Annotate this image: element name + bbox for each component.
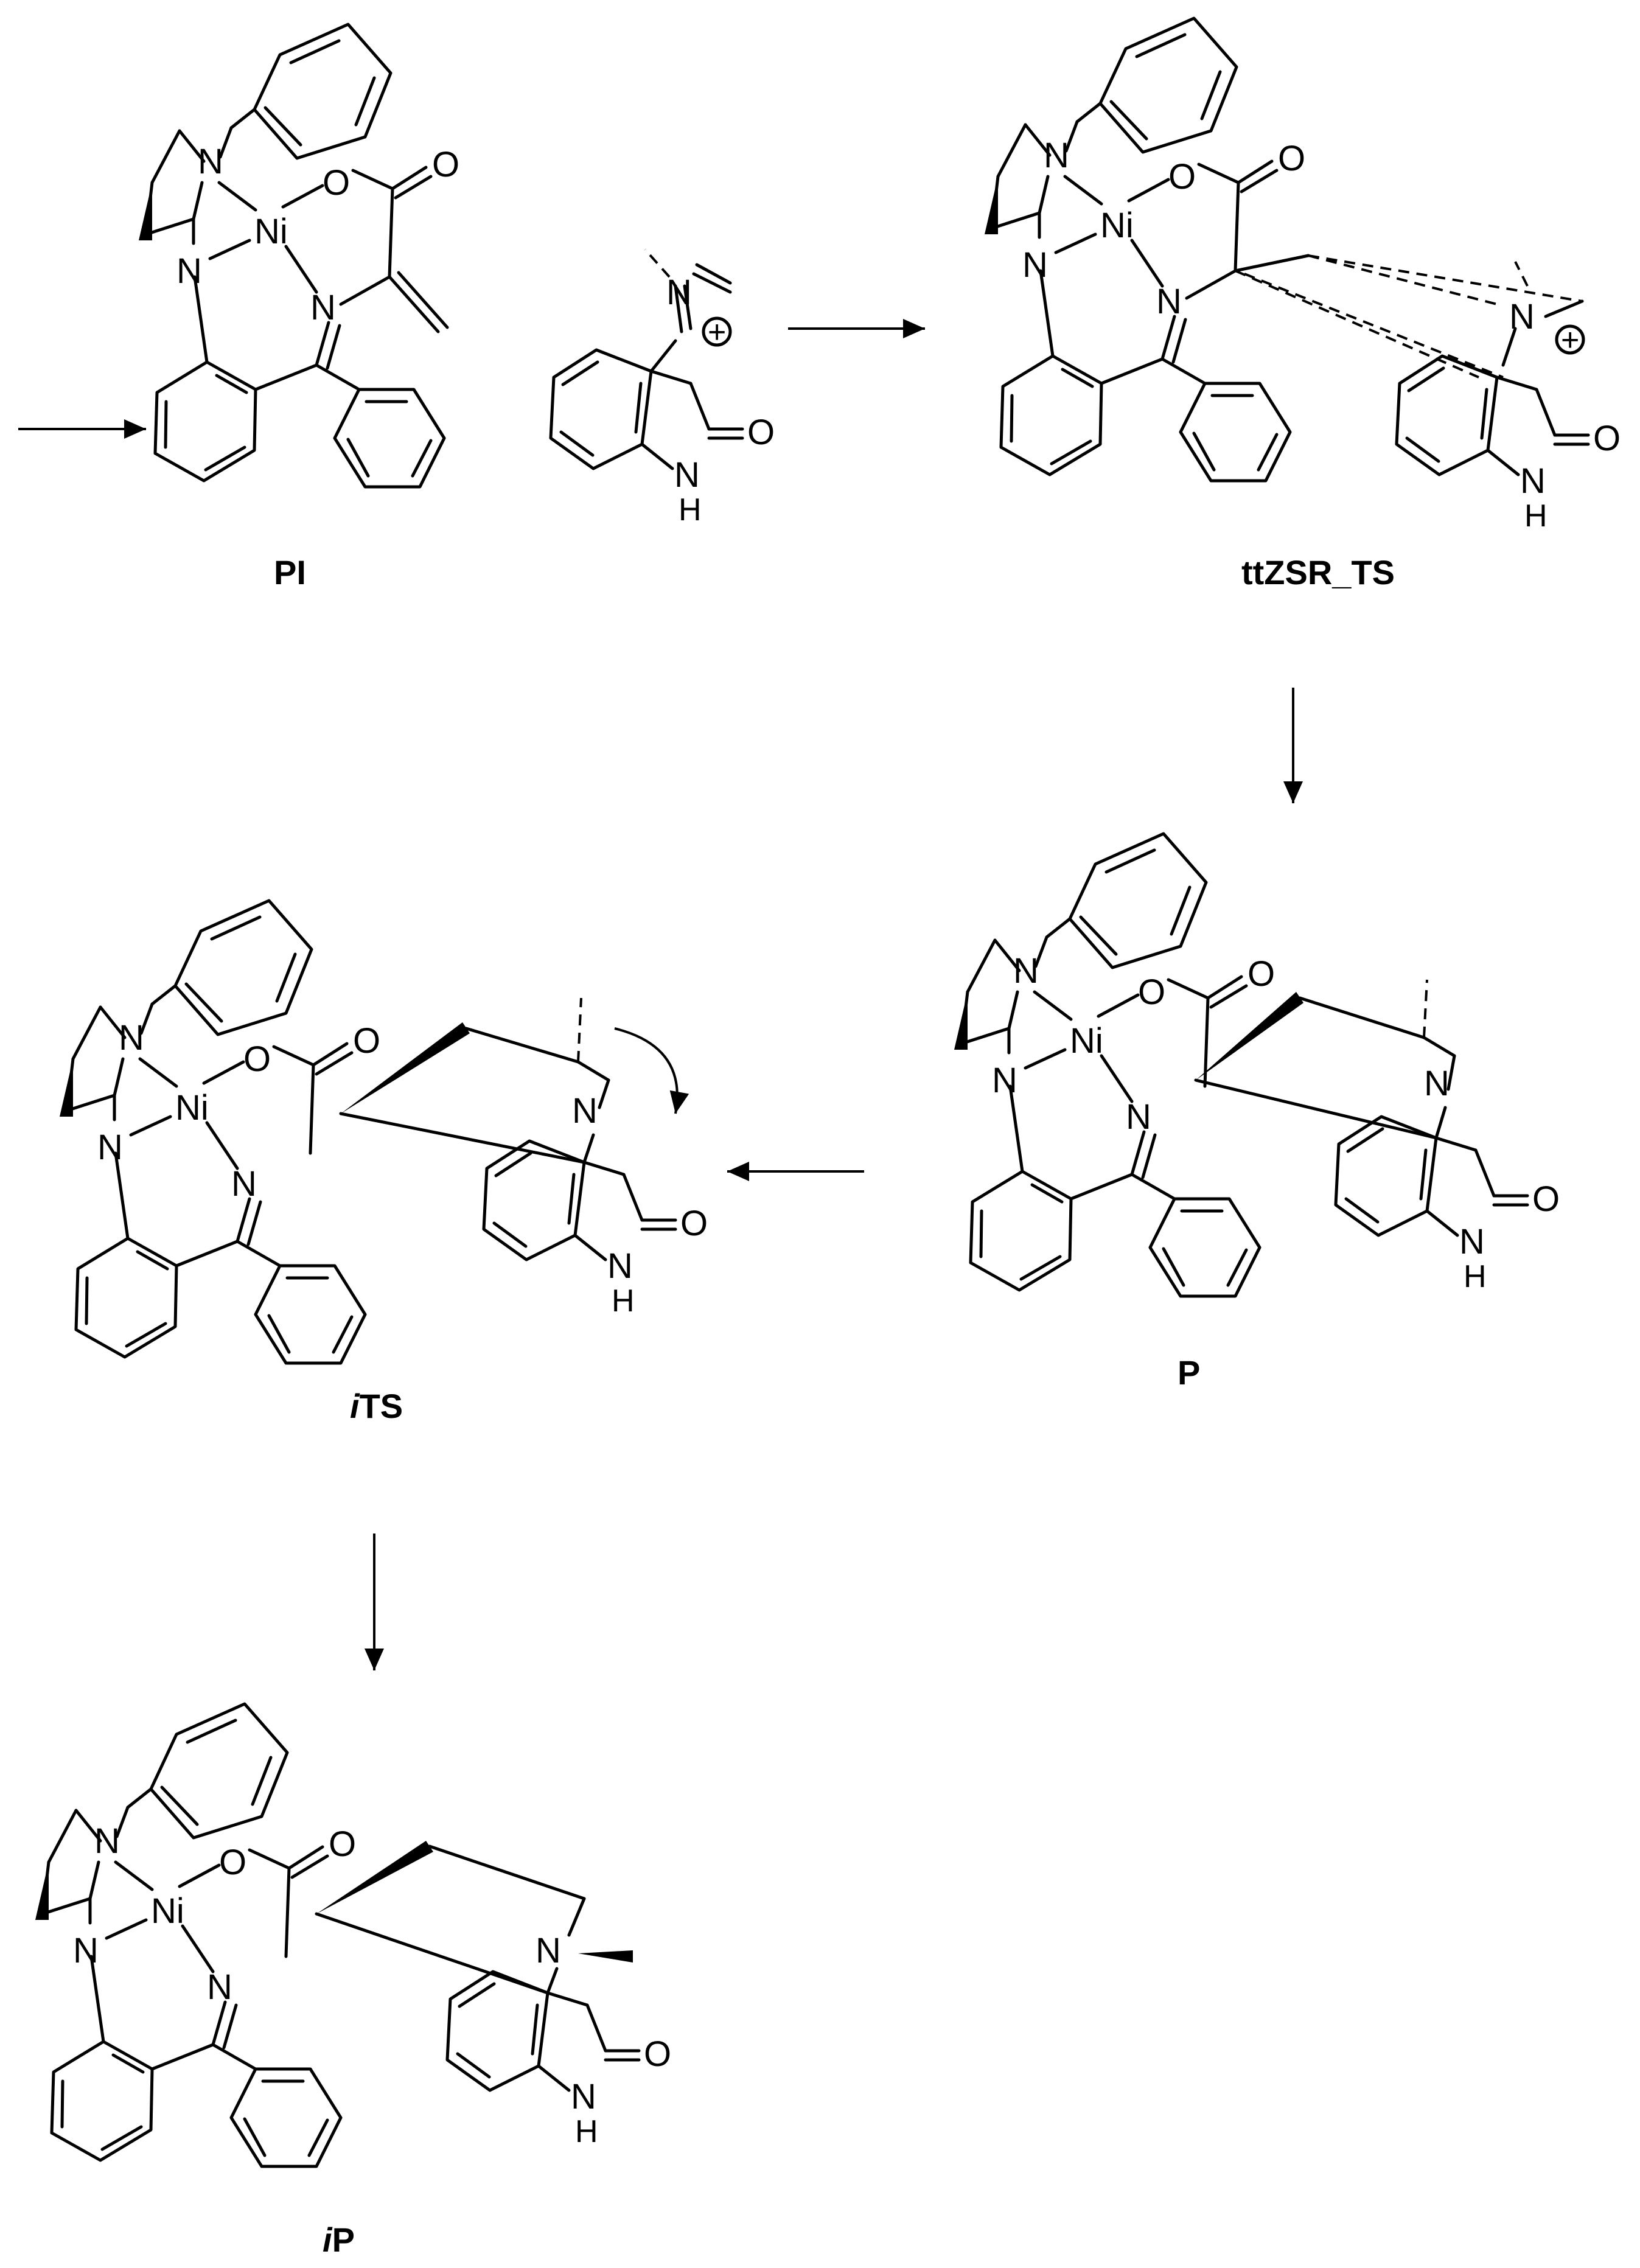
ip-n-label: N (536, 1931, 561, 1970)
label-iP-suffix: P (332, 2221, 355, 2259)
ts-plus-sign: + (1561, 323, 1579, 358)
ts-positive-charge (1555, 324, 1585, 355)
structure-iP: N iP (35, 1704, 671, 2259)
label-iP-prefix: i (323, 2221, 333, 2259)
structure-PI: N + PI (139, 24, 775, 591)
structure-iTS: N iTS (60, 901, 708, 1425)
inversion-arrow (614, 1027, 689, 1114)
structure-ttZSR_TS: N + ttZSR_TS (985, 18, 1621, 591)
plus-sign: + (708, 315, 726, 350)
label-iTS-suffix: TS (360, 1387, 403, 1425)
label-iTS: iTS (350, 1387, 403, 1425)
structure-P: N P (954, 834, 1560, 1392)
iminium-n-label: N (666, 273, 692, 312)
its-n-label: N (572, 1091, 598, 1131)
label-P: P (1178, 1353, 1200, 1392)
ts-iminium-n-label: N (1509, 297, 1535, 337)
label-ttZSR_TS: ttZSR_TS (1241, 553, 1395, 591)
pyrrolidine-n-label: N (1424, 1064, 1450, 1103)
label-PI: PI (274, 553, 306, 591)
label-iTS-prefix: i (350, 1387, 360, 1425)
positive-charge (702, 316, 732, 347)
label-iP: iP (323, 2221, 355, 2259)
